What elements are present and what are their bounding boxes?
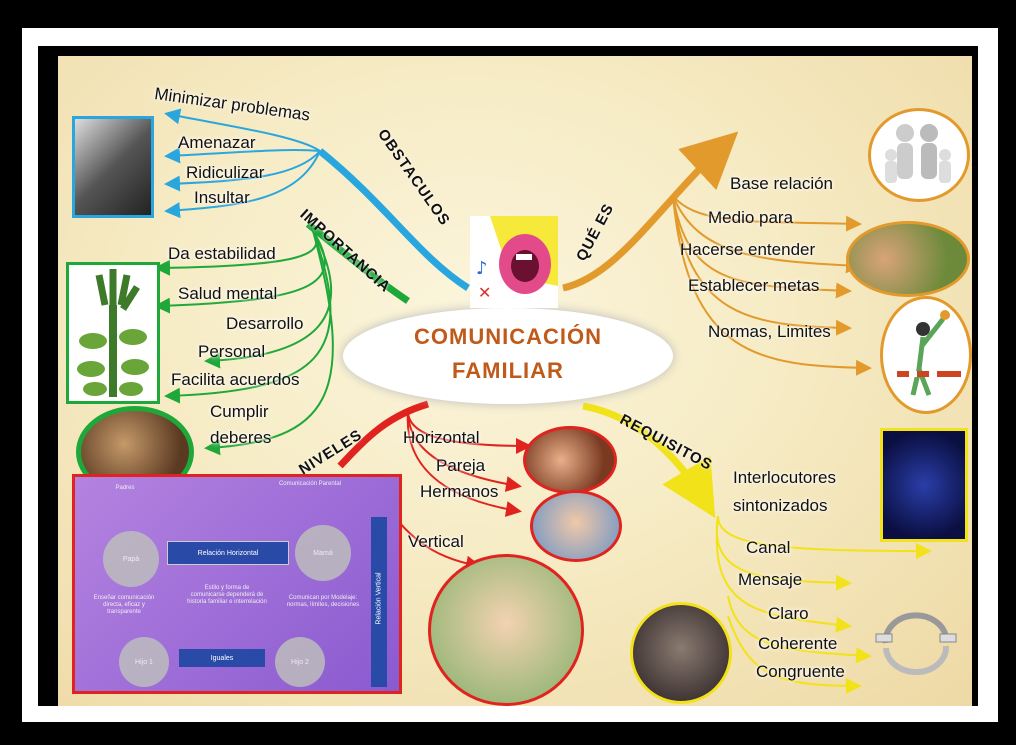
importancia-main-branch bbox=[305, 221, 410, 304]
requisitos-item: Canal bbox=[746, 538, 791, 557]
panel-top-left: Padres bbox=[115, 485, 135, 491]
svg-text:♪: ♪ bbox=[476, 258, 488, 279]
hijo1-node: Hijo 1 bbox=[119, 637, 169, 687]
requisitos-item: Mensaje bbox=[738, 570, 803, 589]
panel-note-left: Enseñar comunicación directa, eficaz y t… bbox=[93, 595, 155, 615]
panel-note-right: Comunican por Modelaje: normas, límites,… bbox=[286, 595, 360, 608]
hijo2-node: Hijo 2 bbox=[275, 637, 325, 687]
requisitos-item: Claro bbox=[768, 604, 809, 623]
obstaculos-item: Insultar bbox=[194, 188, 250, 207]
niveles-item: Hermanos bbox=[420, 482, 499, 501]
violence-photo bbox=[72, 116, 154, 218]
importancia-item: Facilita acuerdos bbox=[171, 370, 300, 389]
mouth-icon: ♪ ✕ bbox=[470, 216, 558, 308]
que-es-item: Hacerse entender bbox=[680, 240, 816, 259]
niveles-main-branch bbox=[337, 400, 430, 469]
requisitos-item: sintonizados bbox=[733, 496, 828, 515]
niveles-item: Horizontal bbox=[403, 428, 480, 447]
vertical-relation-label: Relación Vertical bbox=[375, 572, 383, 625]
requisitos-item: Congruente bbox=[756, 662, 845, 681]
obstaculos-item: Amenazar bbox=[178, 133, 256, 152]
importancia-item: Desarrollo bbox=[226, 314, 304, 333]
parent-child-photo bbox=[846, 221, 970, 297]
kiss-photo bbox=[523, 426, 617, 494]
requisitos-item: Interlocutores bbox=[733, 468, 836, 487]
importancia-item: Cumplir bbox=[210, 402, 269, 421]
obstaculos-main-branch bbox=[317, 148, 470, 291]
family-figures-icon bbox=[868, 108, 970, 202]
importancia-item: Personal bbox=[198, 342, 266, 361]
importancia-item: Da estabilidad bbox=[168, 244, 276, 263]
horizontal-relation-label: Relación Horizontal bbox=[197, 549, 259, 557]
panel-top-right: Comunicación Parental bbox=[278, 481, 342, 487]
importancia-item: deberes bbox=[210, 428, 272, 447]
horizontal-relation-arrow: Relación Horizontal bbox=[167, 541, 289, 565]
importancia-item: Salud mental bbox=[178, 284, 278, 303]
iguales-arrow: Iguales bbox=[179, 649, 265, 667]
vertical-relation-arrow bbox=[371, 517, 387, 687]
center-node: COMUNICACIÓN FAMILIAR bbox=[343, 308, 673, 404]
family-relations-panel: Padres Comunicación Parental Papá Mamá R… bbox=[72, 474, 402, 694]
obstaculos-item: Ridiculizar bbox=[186, 163, 265, 182]
connector-lines bbox=[154, 108, 932, 694]
center-title-line1: COMUNICACIÓN bbox=[414, 324, 602, 349]
tree-hand-icon bbox=[66, 262, 160, 404]
siblings-photo bbox=[530, 490, 622, 562]
mind-map-canvas: COMUNICACIÓN FAMILIAR ♪ ✕ OBSTACULOS IMP… bbox=[58, 56, 972, 706]
que-es-item: Base relación bbox=[730, 174, 834, 193]
panel-note-center: Estilo y forma de comunicarse dependerá … bbox=[187, 585, 267, 605]
niveles-item: Pareja bbox=[436, 456, 486, 475]
niveles-item: Vertical bbox=[408, 532, 464, 551]
mama-node: Mamá bbox=[295, 525, 351, 581]
que-es-item: Establecer metas bbox=[688, 276, 820, 295]
svg-text:✕: ✕ bbox=[478, 283, 491, 302]
gears-head-icon bbox=[630, 602, 732, 704]
que-es-item: Normas, Limites bbox=[708, 322, 831, 341]
cycle-diagram-icon bbox=[866, 608, 966, 678]
que-es-main-branch bbox=[562, 131, 739, 292]
requisitos-main-branch bbox=[582, 402, 716, 519]
family-photo bbox=[428, 554, 584, 706]
iguales-label: Iguales bbox=[210, 654, 234, 662]
papa-node: Papá bbox=[103, 531, 159, 587]
que-es-item: Medio para bbox=[708, 208, 794, 227]
center-title-line2: FAMILIAR bbox=[452, 358, 564, 383]
brain-heads-photo bbox=[880, 428, 968, 542]
requisitos-item: Coherente bbox=[758, 634, 838, 653]
barrier-figure-icon bbox=[880, 296, 972, 414]
